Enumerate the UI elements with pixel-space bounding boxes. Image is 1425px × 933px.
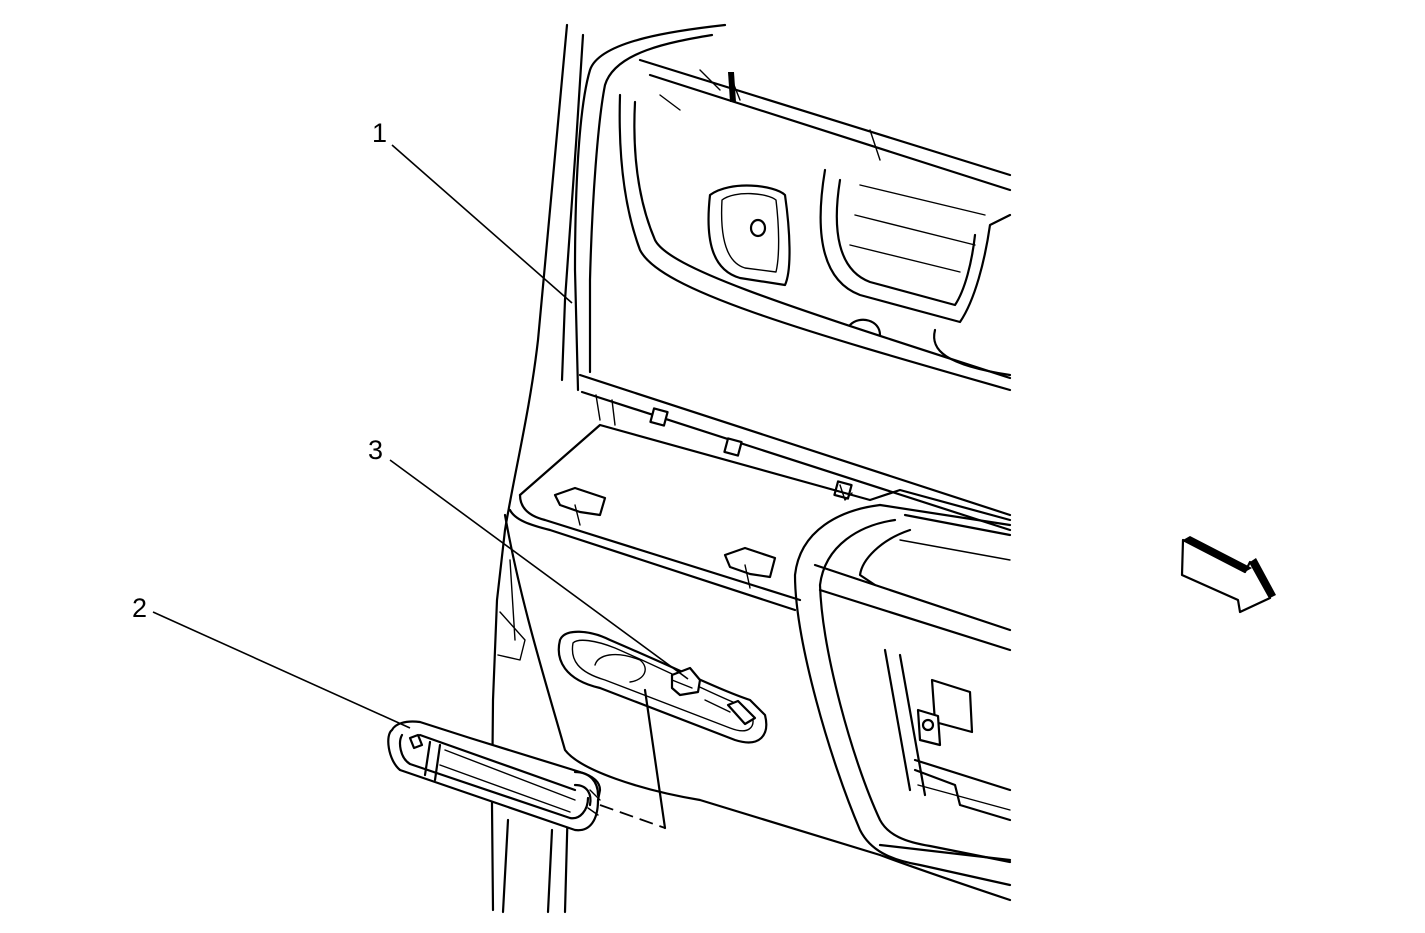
mid-trim-strip — [578, 373, 1012, 532]
callout-label-1: 1 — [372, 118, 388, 148]
lower-door-trim-panel — [503, 423, 1012, 902]
callout-leader-1 — [391, 144, 573, 304]
connector-guide-dashes — [599, 688, 667, 830]
callout-leader-3 — [389, 459, 689, 680]
upper-door-panel — [573, 23, 1012, 392]
callout-leader-2 — [152, 611, 411, 729]
armrest-pull-cup — [793, 503, 1012, 887]
door-frame-edge — [490, 23, 585, 914]
window-switch-bezel — [387, 720, 602, 832]
callout-label-2: 2 — [132, 593, 148, 623]
forward-direction-arrow-icon — [1180, 536, 1276, 614]
callout-label-3: 3 — [368, 435, 384, 465]
